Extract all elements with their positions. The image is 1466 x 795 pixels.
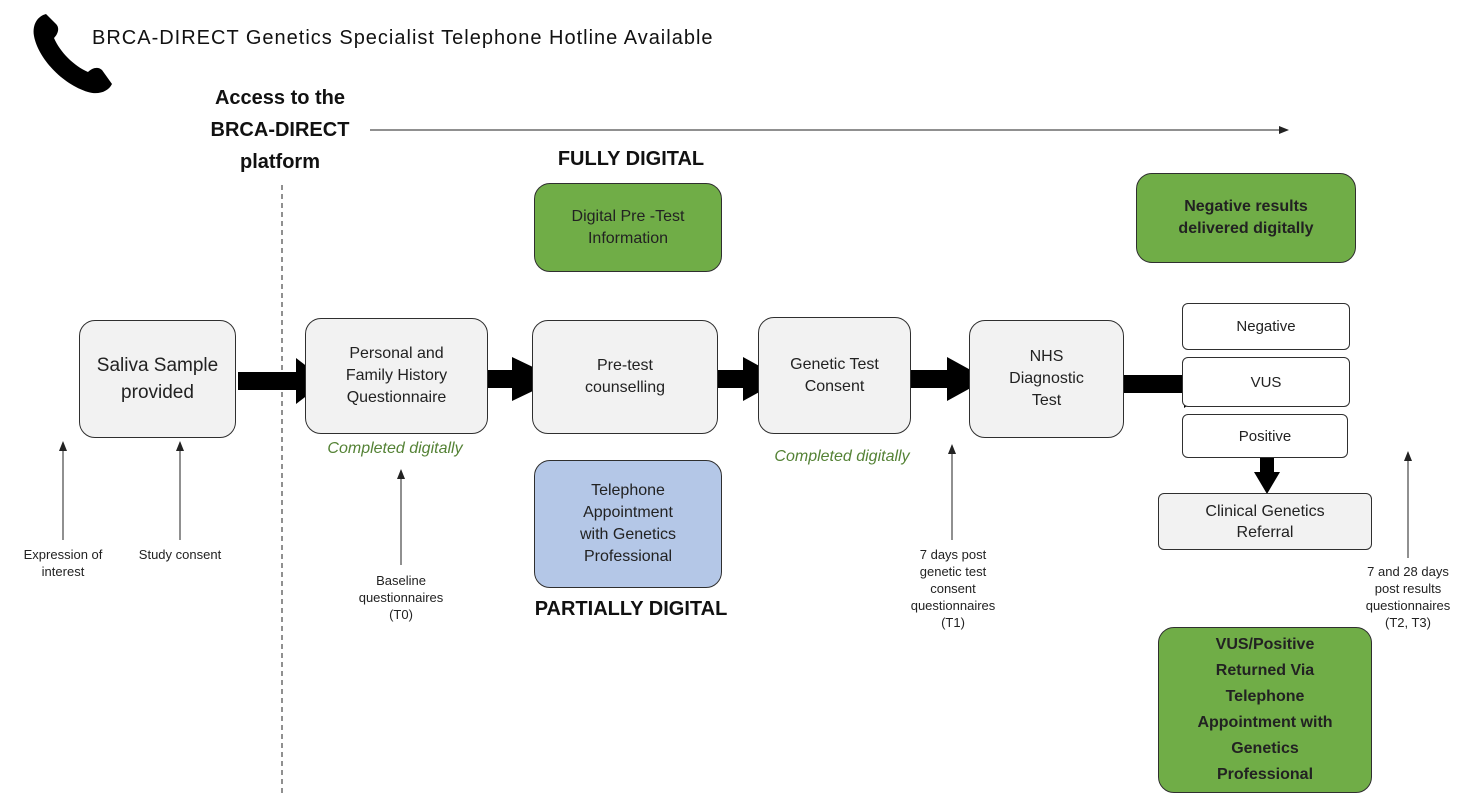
t2-t3-questionnaires-note: 7 and 28 days post results questionnaire… <box>1365 564 1451 630</box>
saliva-sample-box: Saliva Sample provided <box>79 320 236 438</box>
pretest-counselling-box: Pre-test counselling <box>532 320 718 434</box>
digital-pretest-info-box: Digital Pre -Test Information <box>534 183 722 272</box>
completed-digitally-label-2: Completed digitally <box>774 448 910 465</box>
negative-results-digital-box: Negative results delivered digitally <box>1136 173 1356 263</box>
completed-digitally-label-1: Completed digitally <box>327 440 463 457</box>
flow-arrow-positive-referral <box>1254 456 1280 494</box>
t1-questionnaires-note: 7 days post genetic test consent questio… <box>910 547 996 630</box>
nhs-diagnostic-test-box: NHS Diagnostic Test <box>969 320 1124 438</box>
expression-of-interest-note: Expression of interest <box>23 547 103 579</box>
flow-arrow-consent-nhs <box>909 357 987 401</box>
genetic-test-consent-box: Genetic Test Consent <box>758 317 911 434</box>
result-negative-box: Negative <box>1182 303 1350 350</box>
result-positive-box: Positive <box>1182 414 1348 458</box>
study-consent-note: Study consent <box>138 547 222 562</box>
baseline-questionnaires-note: Baseline questionnaires (T0) <box>358 573 444 622</box>
telephone-appointment-box: Telephone Appointment with Genetics Prof… <box>534 460 722 588</box>
result-vus-box: VUS <box>1182 357 1350 407</box>
vus-positive-telephone-box: VUS/Positive Returned Via Telephone Appo… <box>1158 627 1372 793</box>
clinical-genetics-referral-box: Clinical Genetics Referral <box>1158 493 1372 550</box>
personal-history-box: Personal and Family History Questionnair… <box>305 318 488 434</box>
fully-digital-label: FULLY DIGITAL <box>557 148 705 170</box>
partially-digital-label: PARTIALLY DIGITAL <box>534 598 728 620</box>
access-platform-label: Access to the BRCA-DIRECT platform <box>210 87 350 173</box>
hotline-text: BRCA-DIRECT Genetics Specialist Telephon… <box>92 27 714 49</box>
phone-icon <box>33 14 113 94</box>
